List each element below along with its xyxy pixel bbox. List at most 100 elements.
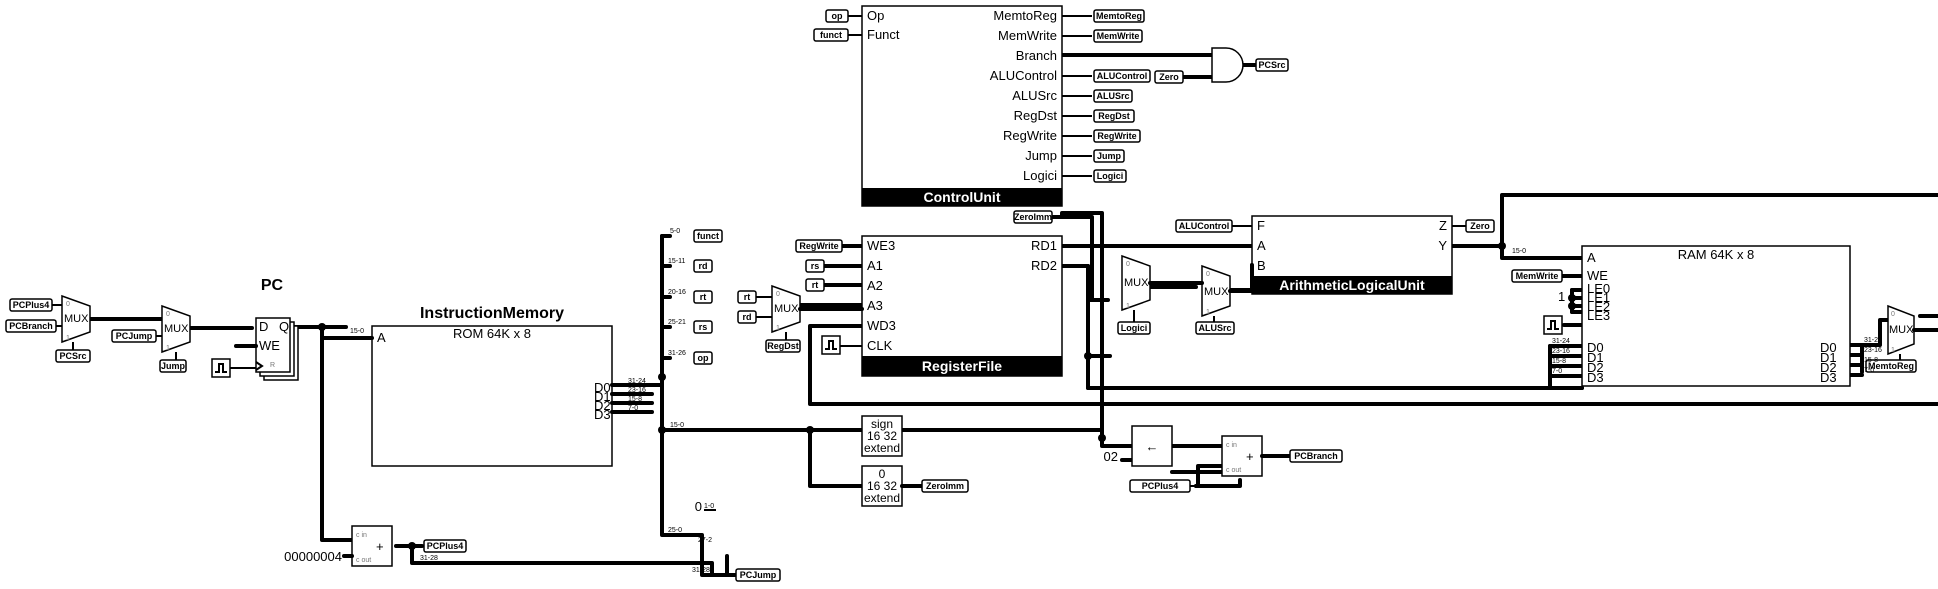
clock-icon (211, 358, 256, 378)
zero-extend: 0 16 32 extend (861, 465, 903, 507)
ram-input-d2: D2 (1587, 360, 1604, 375)
tag-jump-mux: Jump (161, 361, 186, 371)
tag-regdst: RegDst (1098, 111, 1130, 121)
alu-input-a: A (1257, 238, 1266, 253)
junctions (318, 242, 1576, 550)
svg-text:31-28: 31-28 (692, 567, 710, 574)
ram-input-le3: LE3 (1587, 308, 1610, 323)
svg-text:1: 1 (776, 325, 780, 332)
svg-text:0: 0 (1126, 261, 1130, 268)
tag-rs-split: rs (699, 322, 708, 332)
svg-text:MUX: MUX (774, 303, 799, 315)
rf-input-a2: A2 (867, 278, 883, 293)
mux-regdst: 0 MUX 1 (771, 284, 801, 334)
ram-input-le0: LE0 (1587, 281, 1610, 296)
tag-zero: Zero (1159, 72, 1179, 82)
cu-output-regwrite: RegWrite (1003, 128, 1057, 143)
cu-input-funct: Funct (867, 27, 900, 42)
tag-rt-rf: rt (812, 280, 819, 290)
svg-text:c in: c in (356, 532, 367, 539)
control-unit-title: ControlUnit (924, 189, 1001, 205)
ram-title: RAM 64K x 8 (1678, 247, 1755, 262)
rf-output-rd2: RD2 (1031, 258, 1057, 273)
mux-pcsrc: 0 MUX 1 (61, 294, 91, 344)
svg-text:+: + (376, 539, 384, 554)
svg-text:16 32: 16 32 (867, 429, 897, 443)
svg-text:15-0: 15-0 (350, 328, 364, 335)
mux-logici: 0 MUX 1 (1121, 254, 1151, 312)
svg-text:15-8: 15-8 (1552, 358, 1566, 365)
pc-register: PC D Q WE R (255, 277, 299, 381)
mux-memtoreg: 0 MUX 1 (1887, 304, 1915, 356)
adder-pcplus4: c in + c out (351, 525, 393, 567)
tag-memwrite: MemWrite (1097, 31, 1140, 41)
alu: ArithmeticLogicalUnit F A B Z Y (1251, 215, 1453, 295)
tag-op: op (832, 11, 843, 21)
svg-text:MUX: MUX (1204, 286, 1229, 298)
im-output-d3: D3 (594, 407, 611, 422)
tag-regdst-mux: RegDst (767, 341, 799, 351)
svg-text:0: 0 (1891, 311, 1895, 318)
ram-input-d1: D1 (1587, 350, 1604, 365)
ram-input-d3: D3 (1587, 370, 1604, 385)
pc-title: PC (261, 277, 284, 294)
tag-zeroimm: ZeroImm (1014, 212, 1052, 222)
instruction-memory: InstructionMemory ROM 64K x 8 A D0 D1 D2… (371, 305, 646, 467)
cu-output-alucontrol: ALUControl (990, 68, 1057, 83)
svg-text:0: 0 (1206, 271, 1210, 278)
ram-output-d0: D0 (1820, 340, 1837, 355)
tag-jump: Jump (1097, 151, 1122, 161)
tag-pcplus4-mux: PCPlus4 (13, 300, 50, 310)
svg-text:sign: sign (871, 417, 893, 431)
tag-pcbranch-out: PCBranch (1294, 451, 1338, 461)
tag-alusrc: ALUSrc (1096, 91, 1129, 101)
svg-text:0: 0 (166, 311, 170, 318)
pc-port-r: R (270, 362, 275, 369)
alu-output-z: Z (1439, 218, 1447, 233)
svg-text:7-0: 7-0 (1552, 368, 1562, 375)
im-output-d2: D2 (594, 398, 611, 413)
im-port-a: A (377, 330, 386, 345)
svg-text:1: 1 (166, 345, 170, 352)
cu-wires (848, 15, 1092, 177)
tag-alucontrol-alu: ALUControl (1179, 221, 1230, 231)
im-output-d1: D1 (594, 389, 611, 404)
rf-input-a3: A3 (867, 298, 883, 313)
tag-rd-split: rd (699, 261, 708, 271)
cu-output-memtoreg: MemtoReg (993, 8, 1057, 23)
tag-rt-mux: rt (744, 292, 751, 302)
svg-text:c in: c in (1226, 442, 1237, 449)
svg-text:extend: extend (864, 441, 900, 455)
svg-text:27-2: 27-2 (698, 537, 712, 544)
cu-output-alusrc: ALUSrc (1012, 88, 1057, 103)
svg-text:0: 0 (66, 301, 70, 308)
register-file: RegisterFile WE3 A1 A2 A3 WD3 CLK RD1 RD… (861, 235, 1063, 377)
svg-text:20-16: 20-16 (668, 289, 686, 296)
cu-output-jump: Jump (1025, 148, 1057, 163)
svg-text:MUX: MUX (1889, 324, 1914, 336)
svg-text:23-16: 23-16 (1864, 347, 1882, 354)
svg-text:MUX: MUX (1124, 277, 1149, 289)
ram-output-d2: D2 (1820, 360, 1837, 375)
pc-port-we: WE (259, 338, 280, 353)
ram-input-we: WE (1587, 268, 1608, 283)
im-bits-23-16: 23-16 (628, 387, 646, 394)
cu-output-logici: Logici (1023, 168, 1057, 183)
svg-text:+: + (1246, 449, 1254, 464)
im-bits-31-24: 31-24 (628, 378, 646, 385)
svg-text:31-28: 31-28 (420, 555, 438, 562)
adder-branch: c in + c out (1221, 435, 1263, 477)
im-rom-label: ROM 64K x 8 (453, 326, 531, 341)
rf-input-clk: CLK (867, 338, 893, 353)
svg-text:15-0: 15-0 (1512, 248, 1526, 255)
alu-input-b: B (1257, 258, 1266, 273)
tag-regwrite: RegWrite (1097, 131, 1136, 141)
sign-extend: sign 16 32 extend (861, 415, 903, 457)
tag-rs-rf: rs (811, 261, 820, 271)
const-00000004: 00000004 (284, 549, 342, 564)
pc-port-q: Q (279, 319, 289, 334)
shift-left: ← 02 (1104, 425, 1173, 467)
svg-text:c out: c out (356, 557, 371, 564)
svg-text:1: 1 (1206, 309, 1210, 316)
